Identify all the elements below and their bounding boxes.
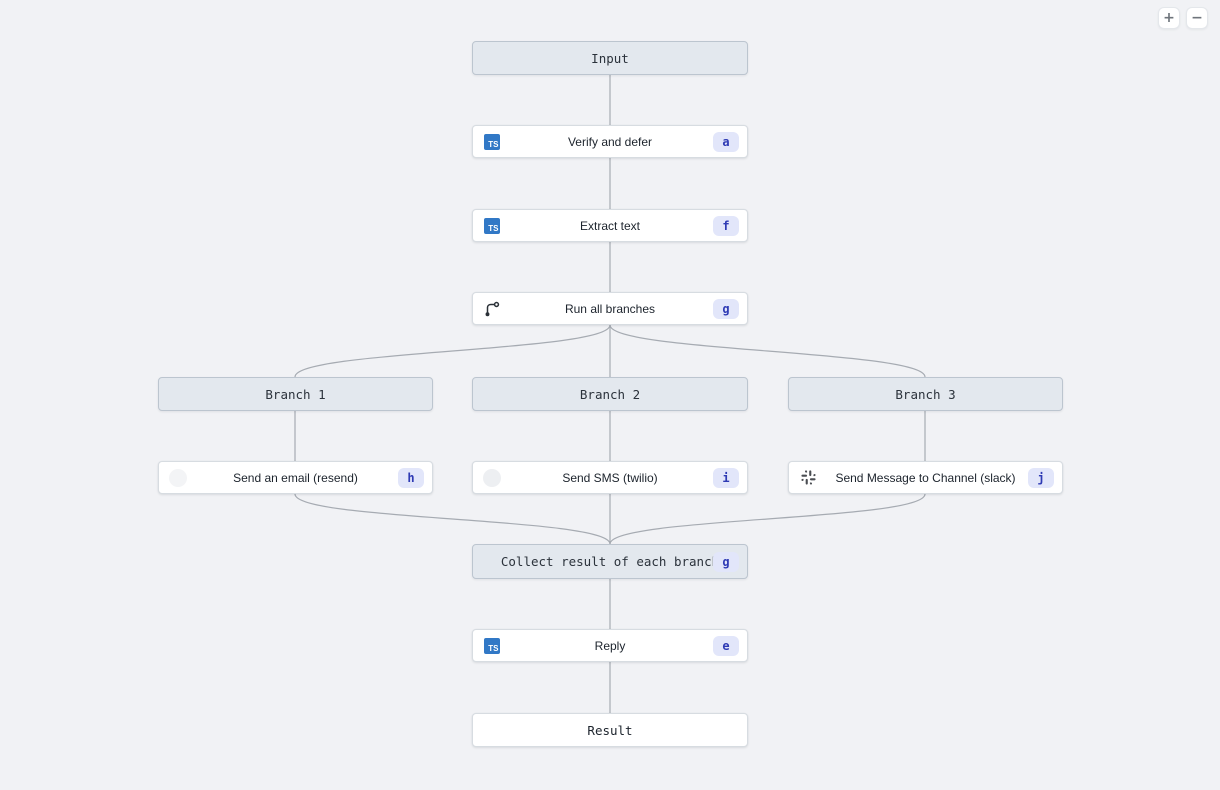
node-label: Branch 3 xyxy=(895,386,956,402)
step-badge: j xyxy=(1028,467,1054,488)
plus-icon: + xyxy=(1163,10,1175,26)
node-label: Reply xyxy=(594,638,626,653)
node-label: Run all branches xyxy=(564,301,656,316)
node-label: Verify and defer xyxy=(567,134,653,149)
node-branch-3[interactable]: Branch 3 xyxy=(788,377,1063,411)
node-label: Extract text xyxy=(579,218,641,233)
node-label: Send Message to Channel (slack) xyxy=(835,470,1016,485)
node-reply[interactable]: TS Reply e xyxy=(472,629,748,662)
resend-icon xyxy=(169,468,187,487)
step-badge: g xyxy=(713,298,739,319)
node-label: Send SMS (twilio) xyxy=(562,470,658,485)
step-badge: g xyxy=(713,551,739,572)
node-result[interactable]: Result xyxy=(472,713,748,747)
slack-icon xyxy=(799,469,817,487)
node-label: Collect result of each branch xyxy=(500,554,720,569)
node-send-message-slack[interactable]: Send Message to Channel (slack) j xyxy=(788,461,1063,494)
node-label: Branch 1 xyxy=(265,386,326,402)
zoom-out-button[interactable]: − xyxy=(1186,7,1208,29)
typescript-icon: TS xyxy=(483,133,501,151)
step-badge: a xyxy=(713,131,739,152)
node-send-sms-twilio[interactable]: Send SMS (twilio) i xyxy=(472,461,748,494)
node-branch-1[interactable]: Branch 1 xyxy=(158,377,433,411)
node-label: Branch 2 xyxy=(579,386,641,402)
node-label: Send an email (resend) xyxy=(233,470,358,485)
typescript-icon: TS xyxy=(483,217,501,235)
step-badge: f xyxy=(713,215,739,236)
step-badge: i xyxy=(713,467,739,488)
node-run-all-branches[interactable]: Run all branches g xyxy=(472,292,748,325)
node-extract-text[interactable]: TS Extract text f xyxy=(472,209,748,242)
node-label: Input xyxy=(591,50,629,66)
node-input[interactable]: Input xyxy=(472,41,748,75)
node-send-email-resend[interactable]: Send an email (resend) h xyxy=(158,461,433,494)
node-branch-2[interactable]: Branch 2 xyxy=(472,377,748,411)
twilio-icon xyxy=(483,468,501,487)
node-label: Result xyxy=(587,722,633,738)
step-badge: e xyxy=(713,635,739,656)
typescript-icon: TS xyxy=(483,637,501,655)
step-badge: h xyxy=(398,467,424,488)
node-collect-result[interactable]: Collect result of each branch g xyxy=(472,544,748,579)
zoom-in-button[interactable]: + xyxy=(1158,7,1180,29)
minus-icon: − xyxy=(1191,10,1203,26)
branch-icon xyxy=(483,300,501,318)
zoom-controls: + − xyxy=(1158,7,1208,29)
node-verify-and-defer[interactable]: TS Verify and defer a xyxy=(472,125,748,158)
